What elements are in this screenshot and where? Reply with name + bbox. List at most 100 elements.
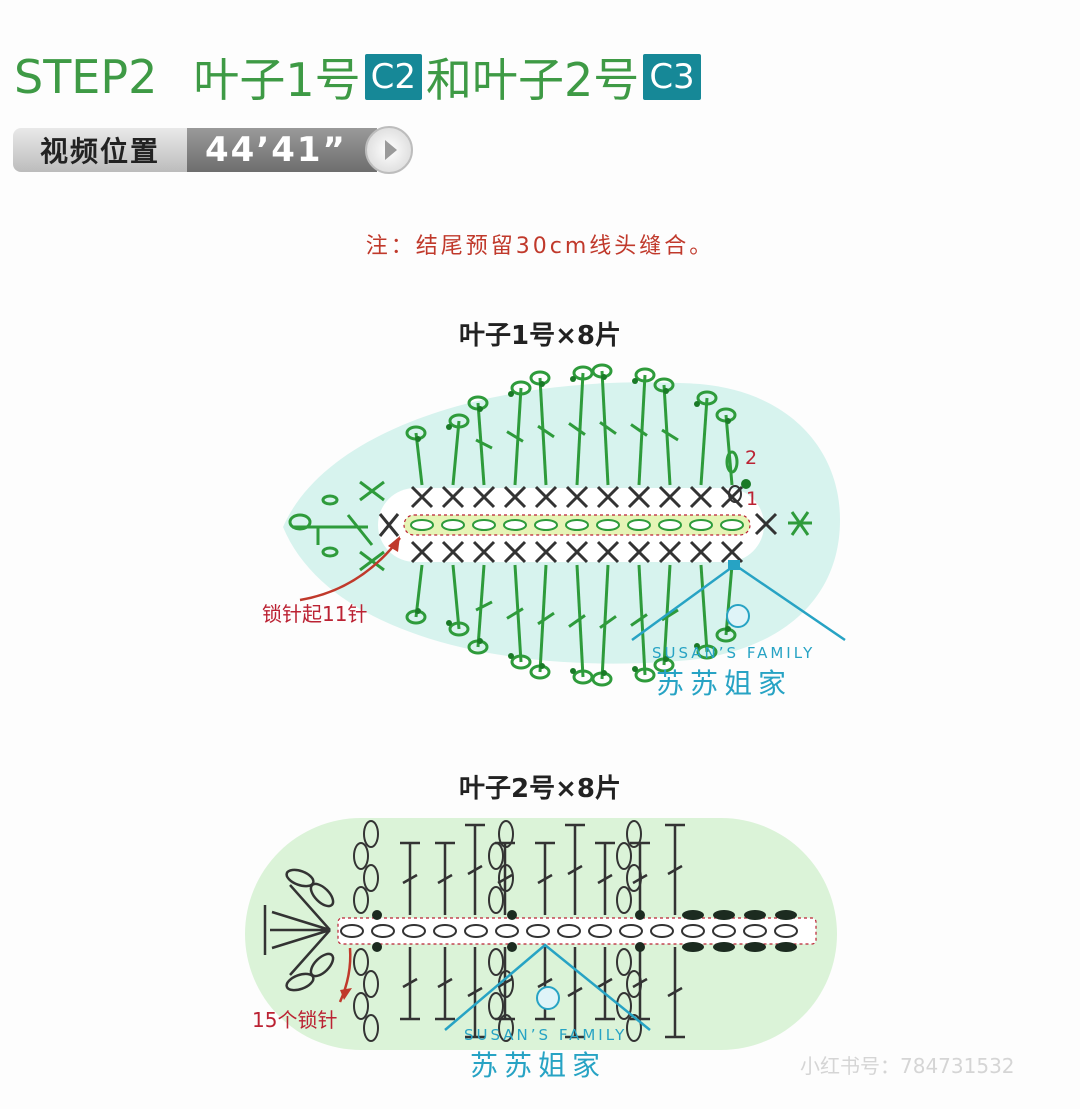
sc-stitch-x xyxy=(534,540,558,564)
sc-stitch-x xyxy=(410,485,434,509)
badge-c3: C3 xyxy=(643,54,701,100)
picot-loop xyxy=(696,644,718,660)
chain-stitch xyxy=(774,924,798,938)
chain-stitch xyxy=(650,924,674,938)
stitch-post xyxy=(538,564,548,673)
slip-stitch xyxy=(775,942,797,952)
stitch-post xyxy=(538,377,548,486)
sc-stitch-x xyxy=(596,485,620,509)
dc-bar xyxy=(667,864,683,876)
stitch-bar xyxy=(537,611,555,626)
anchor-dot xyxy=(635,910,645,920)
dc-bar xyxy=(437,977,453,989)
chain-stitch xyxy=(526,924,550,938)
picot-loop xyxy=(510,380,532,396)
leaf2-yarn-ball-icon xyxy=(536,986,560,1010)
chain-stitch xyxy=(410,519,434,531)
slip-dot xyxy=(570,668,576,674)
slip-dot xyxy=(601,670,607,676)
chain-stitch xyxy=(464,924,488,938)
chain-arc xyxy=(363,820,379,848)
slip-dot xyxy=(725,418,731,424)
dc-bar xyxy=(567,986,583,998)
dc-bar xyxy=(437,873,453,885)
chain-stitch xyxy=(689,519,713,531)
chain-arc xyxy=(353,842,369,870)
slip-stitch xyxy=(775,910,797,920)
step-label: STEP2 xyxy=(14,50,158,104)
stitch-bar xyxy=(475,438,493,450)
chain-arc xyxy=(363,970,379,998)
chain-arc xyxy=(616,992,632,1020)
slip-dot xyxy=(694,643,700,649)
chain-arc xyxy=(363,864,379,892)
chain-stitch xyxy=(557,924,581,938)
leaf1-chain-row xyxy=(378,513,744,537)
chain-stitch xyxy=(340,924,364,938)
chain-stitch xyxy=(565,519,589,531)
stitch-bar xyxy=(537,424,555,439)
stitch-post xyxy=(513,387,523,486)
chain-arc xyxy=(626,864,642,892)
dc-bar xyxy=(537,977,553,989)
sc-stitch-x xyxy=(378,513,400,537)
picot-loop xyxy=(696,390,718,406)
chain-stitch xyxy=(402,924,426,938)
sc-stitch-x xyxy=(503,485,527,509)
sc-stitch-x xyxy=(503,540,527,564)
sc-stitch-x xyxy=(534,485,558,509)
play-icon[interactable] xyxy=(365,126,413,174)
video-timestamp: 44’41” xyxy=(187,128,377,172)
video-position-bar[interactable]: 视频位置 44’41” xyxy=(13,126,413,174)
sc-stitch-x xyxy=(565,540,589,564)
chain-arc xyxy=(353,992,369,1020)
stitch-bar xyxy=(630,423,648,437)
dc-bar xyxy=(467,864,483,876)
sc-stitch-x xyxy=(689,540,713,564)
sc-stitch-x xyxy=(441,540,465,564)
sc-stitch-x xyxy=(720,540,744,564)
leaf2-heading: 叶子2号 xyxy=(472,53,640,107)
leaf2-title: 叶子2号×8片 xyxy=(459,774,621,804)
leaf1-sc-row-top xyxy=(410,485,744,509)
leaf1-row1-label: 1 xyxy=(746,488,759,510)
sc-stitch-x xyxy=(689,485,713,509)
chain-stitch xyxy=(627,519,651,531)
slip-dot xyxy=(446,424,452,430)
sc-stitch-x xyxy=(410,540,434,564)
stitch-post xyxy=(600,370,610,486)
leaf2-upper-stitches xyxy=(353,820,685,920)
chain-arc xyxy=(488,886,504,914)
stitch-post xyxy=(575,372,585,486)
leaf1-heading: 叶子1号 xyxy=(193,53,361,107)
stitch-post xyxy=(451,564,461,630)
stitch-bar xyxy=(506,430,524,443)
leaf2-watermark-hanger xyxy=(444,943,651,1031)
chain-stitch xyxy=(495,924,519,938)
chain-stitch xyxy=(596,519,620,531)
leaf1-sc-row-bottom xyxy=(410,540,744,564)
leaf1-right-tip xyxy=(725,450,812,536)
anchor-dot xyxy=(507,942,517,952)
sc-stitch-x xyxy=(596,540,620,564)
sc-stitch-x xyxy=(627,485,651,509)
sc-stitch-x xyxy=(658,540,682,564)
stitch-post xyxy=(662,384,672,486)
slip-dot xyxy=(477,638,483,644)
leaf1-yarn-ball-icon xyxy=(726,604,750,628)
dc-bar xyxy=(497,873,513,885)
stitch-bar xyxy=(599,421,617,435)
sc-stitch-x xyxy=(658,485,682,509)
platform-watermark: 小红书号：784731532 xyxy=(800,1054,1015,1078)
sc-stitch-x xyxy=(565,485,589,509)
stitch-post xyxy=(699,564,709,653)
slip-dot xyxy=(477,406,483,412)
leaf1-row2-marker xyxy=(741,479,751,489)
leaf2-diagram xyxy=(245,818,837,1050)
dc-bar xyxy=(402,977,418,989)
slip-dot xyxy=(539,663,545,669)
chain-stitch xyxy=(720,519,744,531)
stitch-post xyxy=(699,397,709,486)
chain-stitch xyxy=(658,519,682,531)
picot-loop xyxy=(634,367,656,383)
